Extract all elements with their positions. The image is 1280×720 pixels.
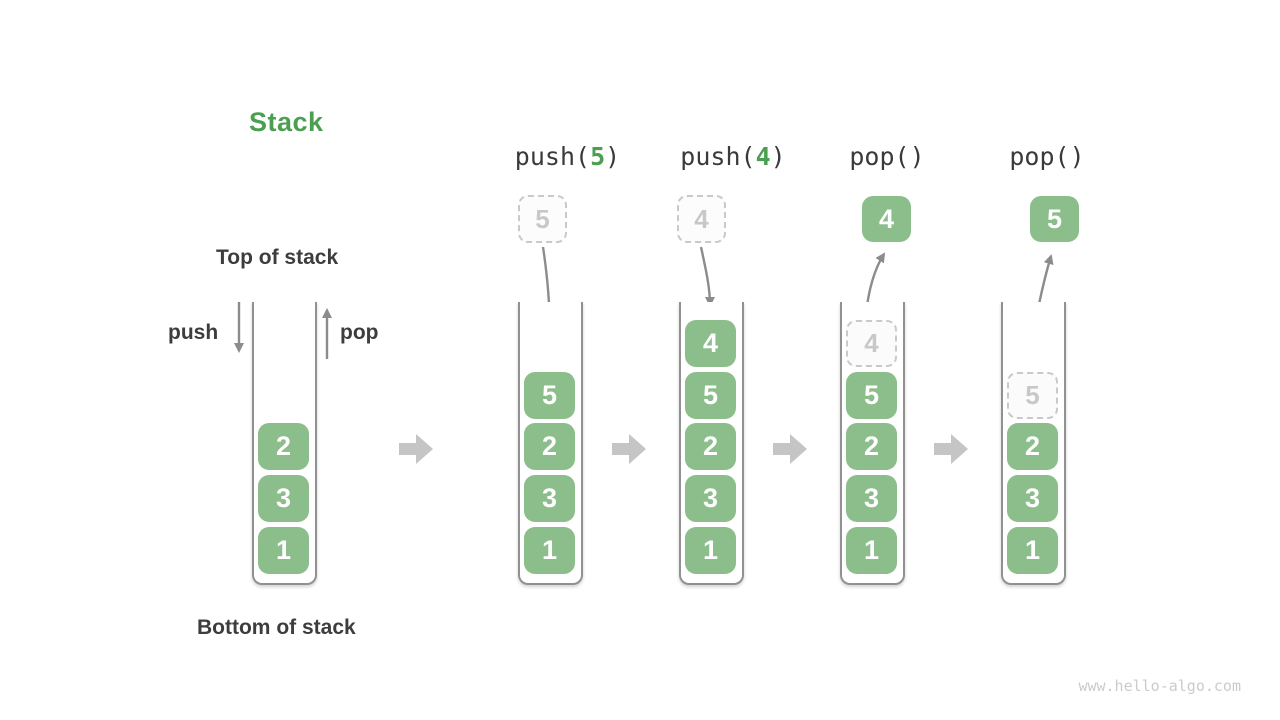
stack-block: 2 — [685, 423, 736, 470]
stack-block: 5 — [685, 372, 736, 419]
diagram-title: Stack — [249, 107, 324, 137]
op-arg: 4 — [755, 142, 771, 171]
push-direction-arrow-icon — [234, 302, 244, 353]
stack-block: 1 — [524, 527, 575, 574]
stack-column-after-push4: 4 5 2 3 1 — [679, 302, 744, 585]
op-text: pop() — [849, 142, 925, 171]
stack-block: 1 — [1007, 527, 1058, 574]
push-label: push — [168, 321, 219, 344]
operation-label-pop2: pop() — [987, 142, 1107, 171]
stack-block: 3 — [846, 475, 897, 522]
stack-block: 2 — [524, 423, 575, 470]
operation-label-push5: push(5) — [507, 142, 628, 171]
stack-block: 4 — [685, 320, 736, 367]
bottom-of-stack-label: Bottom of stack — [197, 616, 356, 639]
op-text: ) — [770, 142, 786, 171]
stack-block: 1 — [258, 527, 309, 574]
transition-arrow-icon — [934, 434, 968, 464]
op-arg: 5 — [590, 142, 606, 171]
stack-block: 3 — [1007, 475, 1058, 522]
popped-value-4: 4 — [862, 196, 911, 242]
stack-block: 2 — [258, 423, 309, 470]
stack-block: 3 — [685, 475, 736, 522]
pop-label: pop — [340, 321, 379, 344]
ghost-removed-block: 4 — [846, 320, 897, 367]
stack-column-after-pop1: 4 5 2 3 1 — [840, 302, 905, 585]
stack-block: 1 — [685, 527, 736, 574]
stack-block: 3 — [524, 475, 575, 522]
transition-arrow-icon — [612, 434, 646, 464]
transition-arrow-icon — [773, 434, 807, 464]
stack-block: 3 — [258, 475, 309, 522]
operation-label-pop1: pop() — [827, 142, 947, 171]
operation-label-push4: push(4) — [673, 142, 793, 171]
popped-value-5: 5 — [1030, 196, 1079, 242]
push-motion-arrow-2 — [699, 246, 715, 307]
op-text: ) — [605, 142, 621, 171]
stack-block: 2 — [846, 423, 897, 470]
op-text: push( — [514, 142, 591, 171]
ghost-removed-block: 5 — [1007, 372, 1058, 419]
pending-push-value-5: 5 — [518, 195, 567, 243]
transition-arrow-icon — [399, 434, 433, 464]
stack-block: 2 — [1007, 423, 1058, 470]
pending-push-value-4: 4 — [677, 195, 726, 243]
watermark: www.hello-algo.com — [1078, 677, 1241, 695]
stack-column-initial: 2 3 1 — [252, 302, 317, 585]
stack-column-after-push5: 5 2 3 1 — [518, 302, 583, 585]
stack-block: 1 — [846, 527, 897, 574]
op-text: pop() — [1009, 142, 1085, 171]
stack-block: 5 — [846, 372, 897, 419]
stack-column-after-pop2: 5 2 3 1 — [1001, 302, 1066, 585]
pop-direction-arrow-icon — [322, 308, 332, 359]
op-text: push( — [680, 142, 756, 171]
top-of-stack-label: Top of stack — [216, 246, 339, 269]
stack-block: 5 — [524, 372, 575, 419]
